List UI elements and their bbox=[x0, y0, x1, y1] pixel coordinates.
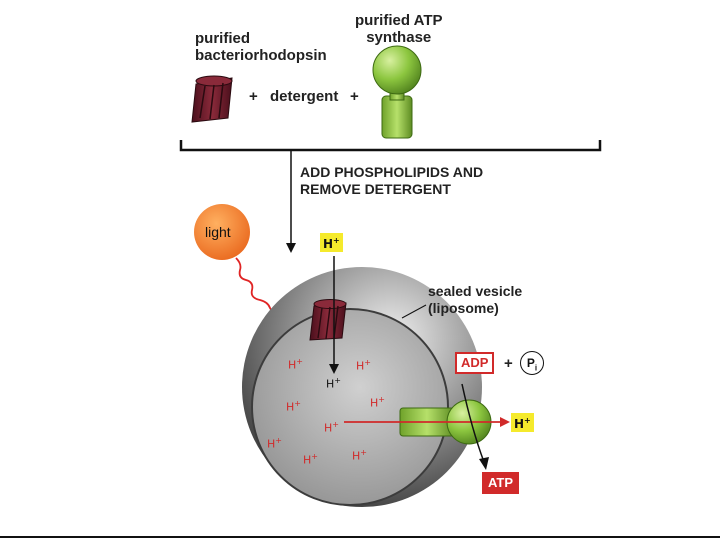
detergent-label: detergent bbox=[270, 88, 339, 105]
bacteriorhodopsin-top-icon bbox=[191, 75, 233, 123]
light-sun-icon bbox=[194, 204, 250, 260]
combine-bracket bbox=[179, 140, 602, 152]
vesicle-label-line1: sealed vesicle bbox=[428, 283, 523, 299]
plus-sign-1: + bbox=[249, 88, 258, 105]
proton-inside: H+ bbox=[352, 448, 367, 463]
proton-inside: H+ bbox=[303, 452, 318, 467]
adp-badge: ADP bbox=[455, 352, 495, 374]
atp-badge: ATP bbox=[482, 472, 520, 494]
proton-exit-badge: H+ bbox=[511, 413, 534, 432]
process-arrow bbox=[286, 150, 296, 253]
step-label-line1: ADD PHOSPHOLIPIDS AND bbox=[300, 164, 484, 180]
atp-synthase-label-line1: purified ATP bbox=[355, 12, 443, 29]
bacteriorhodopsin-label-line1: purified bbox=[195, 30, 250, 47]
proton-inside: H+ bbox=[324, 420, 339, 435]
vesicle-lumen bbox=[252, 309, 448, 505]
adp-to-atp-arrow bbox=[461, 383, 485, 463]
light-label: light bbox=[205, 224, 231, 240]
proton-inside: H+ bbox=[267, 436, 282, 451]
bacteriorhodopsin-membrane-icon bbox=[309, 299, 347, 341]
proton-inside: H+ bbox=[288, 357, 303, 372]
proton-inside: H+ bbox=[370, 395, 385, 410]
atp-synthase-label-line2: synthase bbox=[366, 29, 432, 46]
proton-outside-badge: H+ bbox=[320, 233, 343, 252]
bacteriorhodopsin-label-line2: bacteriorhodopsin bbox=[195, 47, 327, 64]
step-label: ADD PHOSPHOLIPIDS AND REMOVE DETERGENT bbox=[300, 164, 483, 198]
vesicle-label: sealed vesicle (liposome) bbox=[428, 283, 522, 317]
proton-inside: H+ bbox=[356, 358, 371, 373]
vesicle-pointer bbox=[401, 304, 427, 319]
bottom-rule bbox=[0, 536, 720, 538]
atp-synthase-top-icon bbox=[372, 45, 422, 139]
proton-pumped: H+ bbox=[326, 376, 341, 391]
plus-sign-3: + bbox=[504, 355, 513, 372]
atp-synthase-label: purified ATP synthase bbox=[355, 12, 443, 46]
step-label-line2: REMOVE DETERGENT bbox=[300, 181, 451, 197]
plus-sign-2: + bbox=[350, 88, 359, 105]
vesicle-label-line2: (liposome) bbox=[428, 300, 499, 316]
phosphate-circle: Pi bbox=[520, 351, 544, 375]
proton-inside: H+ bbox=[286, 399, 301, 414]
bacteriorhodopsin-label: purified bacteriorhodopsin bbox=[195, 30, 327, 64]
